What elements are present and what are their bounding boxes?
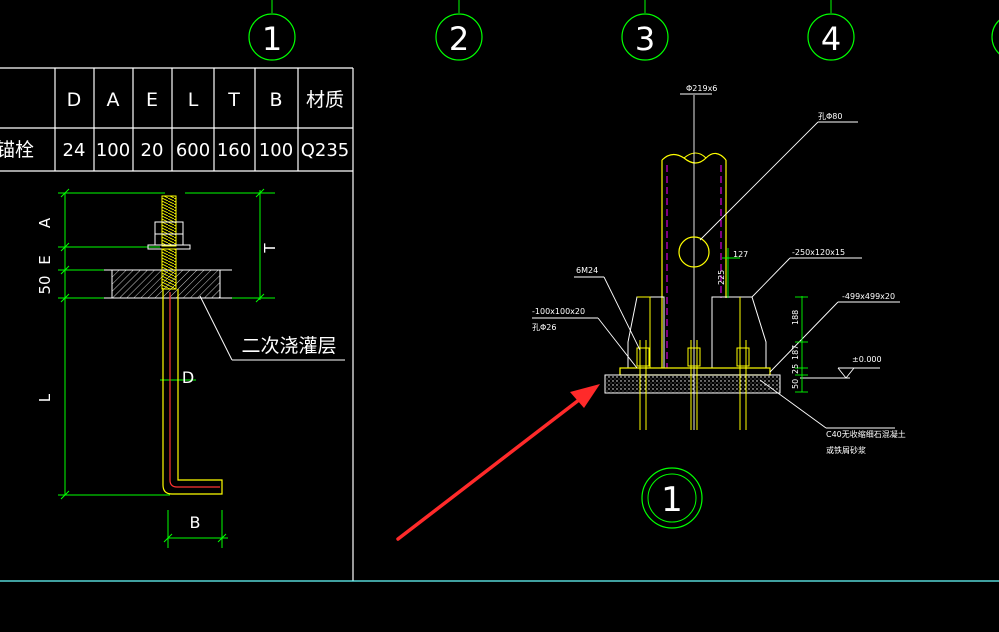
pipe-hole-label: 孔Φ80 xyxy=(818,112,842,121)
grid-bubble-1: 1 xyxy=(248,0,296,61)
table-header-e: E xyxy=(146,89,158,111)
table-header-l: L xyxy=(188,89,199,111)
table-header-t: T xyxy=(227,89,240,111)
grid-bubble-2-label: 2 xyxy=(449,20,469,58)
washer-size-label: -100x100x20 xyxy=(532,307,585,316)
stiffener-right xyxy=(711,296,767,369)
dim-a-label: A xyxy=(36,217,54,228)
dim-127-label: 127 xyxy=(733,250,748,259)
bolt-thread-lower xyxy=(161,248,177,290)
detail-number-label: 1 xyxy=(661,480,683,520)
pipe-hole xyxy=(678,236,710,268)
bolt-shank-hook xyxy=(162,289,223,495)
column-leaders xyxy=(532,93,900,429)
table-header-material: 材质 xyxy=(306,89,344,111)
dim-187-label: 187 xyxy=(791,345,800,360)
base-plate xyxy=(619,367,771,376)
grid-bubble-1-label: 1 xyxy=(262,20,282,58)
table-header-d: D xyxy=(67,89,82,111)
dim-225-label: 225 xyxy=(717,270,726,285)
dim-d-label: D xyxy=(182,368,194,387)
grid-bubble-4-label: 4 xyxy=(821,20,841,58)
grout-spec-line1: C40无收缩细石混凝土 xyxy=(826,429,906,439)
bolt-centerline xyxy=(169,292,220,488)
grout-pad xyxy=(604,374,781,394)
table-header-b: B xyxy=(269,89,282,111)
table-cell-t: 160 xyxy=(217,140,251,161)
table-cell-l: 600 xyxy=(176,140,210,161)
table-cell-b: 100 xyxy=(259,140,293,161)
grid-axes: 1 2 3 4 xyxy=(248,0,999,61)
column-anchor-bolts xyxy=(636,340,750,430)
washer-hole-label: 孔Φ26 xyxy=(532,323,556,332)
table-cell-a: 100 xyxy=(96,140,130,161)
grid-bubble-3: 3 xyxy=(621,0,669,61)
grid-bubble-5-partial xyxy=(991,19,999,55)
red-annotation-arrow xyxy=(396,384,600,541)
grout-spec-line2: 或铁屑砂浆 xyxy=(826,445,866,455)
elevation-label: ±0.000 xyxy=(852,355,882,364)
dim-t-label: T xyxy=(261,243,279,254)
table-row-label: 锚栓 xyxy=(0,139,34,161)
table-cell-material: Q235 xyxy=(301,140,350,161)
dim-e-label: E xyxy=(36,255,54,264)
steel-pipe-column xyxy=(661,95,727,430)
dim-25-label: 25 xyxy=(791,364,800,374)
stiffener-size-label: -250x120x15 xyxy=(792,248,845,257)
dim-b-label: B xyxy=(190,513,201,532)
bolt-spec-label: 6M24 xyxy=(576,266,598,275)
table-cell-e: 20 xyxy=(141,140,164,161)
column-base-detail: Φ219x6 孔Φ80 -250x120x15 -499x499x20 6M24… xyxy=(532,84,906,529)
dim-50-label: 50 xyxy=(36,275,54,294)
anchor-bolt-detail: A E 50 L T D B 二次浇灌层 xyxy=(36,188,345,548)
grout-layer-label: 二次浇灌层 xyxy=(241,335,336,357)
bolt-thread-top xyxy=(161,195,177,247)
grid-bubble-3-label: 3 xyxy=(635,20,655,58)
detail-number-bubble: 1 xyxy=(641,467,703,529)
dim-50-label: 50 xyxy=(791,379,800,389)
table-header-a: A xyxy=(107,89,120,111)
anchor-bolt-table: D A E L T B 材质 锚栓 24 100 20 600 160 100 … xyxy=(0,67,353,172)
column-dimension-lines xyxy=(722,248,808,393)
base-plate-label: -499x499x20 xyxy=(842,292,895,301)
drawing-frame xyxy=(0,68,999,582)
table-cell-d: 24 xyxy=(63,140,86,161)
grid-bubble-2: 2 xyxy=(435,0,483,61)
grid-bubble-4: 4 xyxy=(807,0,855,61)
pipe-size-label: Φ219x6 xyxy=(686,84,717,93)
dim-l-label: L xyxy=(36,393,54,402)
dim-188-label: 188 xyxy=(791,310,800,325)
